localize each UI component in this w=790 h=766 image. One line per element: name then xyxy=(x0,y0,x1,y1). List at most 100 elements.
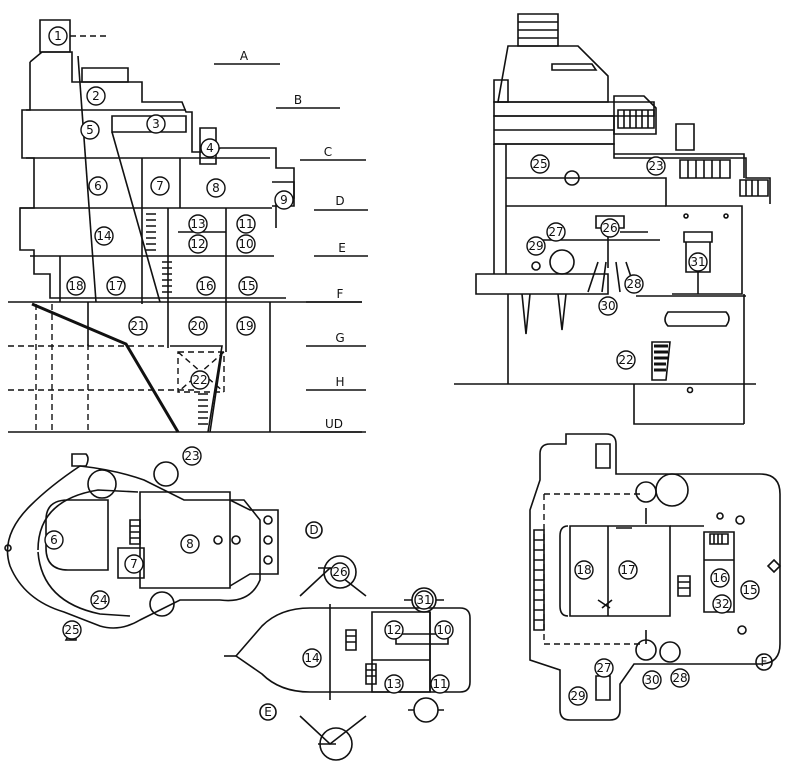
marker-number: 12 xyxy=(386,623,401,637)
marker-29: 29 xyxy=(568,686,588,706)
marker-circle xyxy=(688,252,708,272)
marker-circle xyxy=(546,222,566,242)
marker-circle xyxy=(236,214,256,234)
marker-3: 3 xyxy=(146,114,166,134)
marker-22: 22 xyxy=(190,370,210,390)
marker-7: 7 xyxy=(150,176,170,196)
marker-circle xyxy=(188,316,208,336)
marker-number: 15 xyxy=(742,583,757,597)
deck-label-h: H xyxy=(335,375,344,389)
marker-number: 1 xyxy=(54,29,62,43)
marker-number: 18 xyxy=(68,279,83,293)
marker-circle xyxy=(384,674,404,694)
marker-circle xyxy=(196,276,216,296)
marker-27: 27 xyxy=(594,658,614,678)
marker-circle xyxy=(530,154,550,174)
marker-9: 9 xyxy=(274,190,294,210)
marker-circle xyxy=(188,234,208,254)
marker-circle xyxy=(146,114,166,134)
marker-circle xyxy=(670,668,690,688)
marker-number: 27 xyxy=(548,225,563,239)
marker-number: 5 xyxy=(86,123,94,137)
marker-circle xyxy=(618,560,638,580)
marker-number: 14 xyxy=(96,229,111,243)
marker-number: 7 xyxy=(156,179,164,193)
marker-number: 19 xyxy=(238,319,253,333)
marker-circle xyxy=(568,686,588,706)
marker-number: 22 xyxy=(192,373,207,387)
marker-17: 17 xyxy=(618,560,638,580)
marker-number: 27 xyxy=(596,661,611,675)
view-label-e: E xyxy=(264,705,272,719)
marker-circle xyxy=(712,594,732,614)
marker-26: 26 xyxy=(600,218,620,238)
marker-number: 26 xyxy=(602,221,617,235)
plan-view-f xyxy=(529,433,782,721)
marker-2: 2 xyxy=(86,86,106,106)
marker-number: 10 xyxy=(238,237,253,251)
marker-13: 13 xyxy=(384,674,404,694)
marker-28: 28 xyxy=(624,274,644,294)
marker-number: 3 xyxy=(152,117,160,131)
marker-number: 2 xyxy=(92,89,100,103)
marker-circle xyxy=(236,316,256,336)
side-elevation-left xyxy=(8,19,368,433)
marker-number: 8 xyxy=(212,181,220,195)
deck-label-e: E xyxy=(338,241,346,255)
marker-number: 29 xyxy=(570,689,585,703)
marker-number: 23 xyxy=(184,449,199,463)
marker-22: 22 xyxy=(616,350,636,370)
marker-number: 16 xyxy=(712,571,727,585)
marker-number: 6 xyxy=(94,179,102,193)
marker-6: 6 xyxy=(88,176,108,196)
marker-circle xyxy=(94,226,114,246)
marker-number: 14 xyxy=(304,651,319,665)
marker-circle xyxy=(180,534,200,554)
marker-23: 23 xyxy=(182,446,202,466)
marker-number: 15 xyxy=(240,279,255,293)
marker-number: 30 xyxy=(644,673,659,687)
marker-circle xyxy=(236,234,256,254)
marker-number: 24 xyxy=(92,593,107,607)
marker-number: 25 xyxy=(532,157,547,171)
marker-circle xyxy=(330,562,350,582)
marker-16: 16 xyxy=(710,568,730,588)
marker-number: 13 xyxy=(190,217,205,231)
marker-23: 23 xyxy=(646,156,666,176)
marker-4: 4 xyxy=(200,138,220,158)
marker-10: 10 xyxy=(236,234,256,254)
marker-29: 29 xyxy=(526,236,546,256)
marker-number: 23 xyxy=(648,159,663,173)
marker-20: 20 xyxy=(188,316,208,336)
marker-circle xyxy=(128,316,148,336)
marker-number: 26 xyxy=(332,565,347,579)
marker-circle xyxy=(616,350,636,370)
marker-number: 6 xyxy=(50,533,58,547)
marker-number: 17 xyxy=(108,279,123,293)
deck-label-ud: UD xyxy=(325,417,343,431)
marker-14: 14 xyxy=(94,226,114,246)
marker-6: 6 xyxy=(44,530,64,550)
marker-15: 15 xyxy=(238,276,258,296)
marker-circle xyxy=(200,138,220,158)
marker-25: 25 xyxy=(62,620,82,640)
view-label-f: F xyxy=(761,655,768,669)
marker-circle xyxy=(624,274,644,294)
view-label-d: D xyxy=(309,523,318,537)
marker-number: 30 xyxy=(600,299,615,313)
front-elevation-right xyxy=(454,13,771,425)
marker-circle xyxy=(526,236,546,256)
marker-number: 28 xyxy=(672,671,687,685)
marker-number: 9 xyxy=(280,193,288,207)
marker-circle xyxy=(44,530,64,550)
marker-14: 14 xyxy=(302,648,322,668)
marker-circle xyxy=(88,176,108,196)
marker-circle xyxy=(574,560,594,580)
marker-17: 17 xyxy=(106,276,126,296)
plan-view-d xyxy=(4,453,279,641)
marker-12: 12 xyxy=(188,234,208,254)
marker-number: 32 xyxy=(714,597,729,611)
marker-circle xyxy=(430,674,450,694)
marker-circle xyxy=(646,156,666,176)
